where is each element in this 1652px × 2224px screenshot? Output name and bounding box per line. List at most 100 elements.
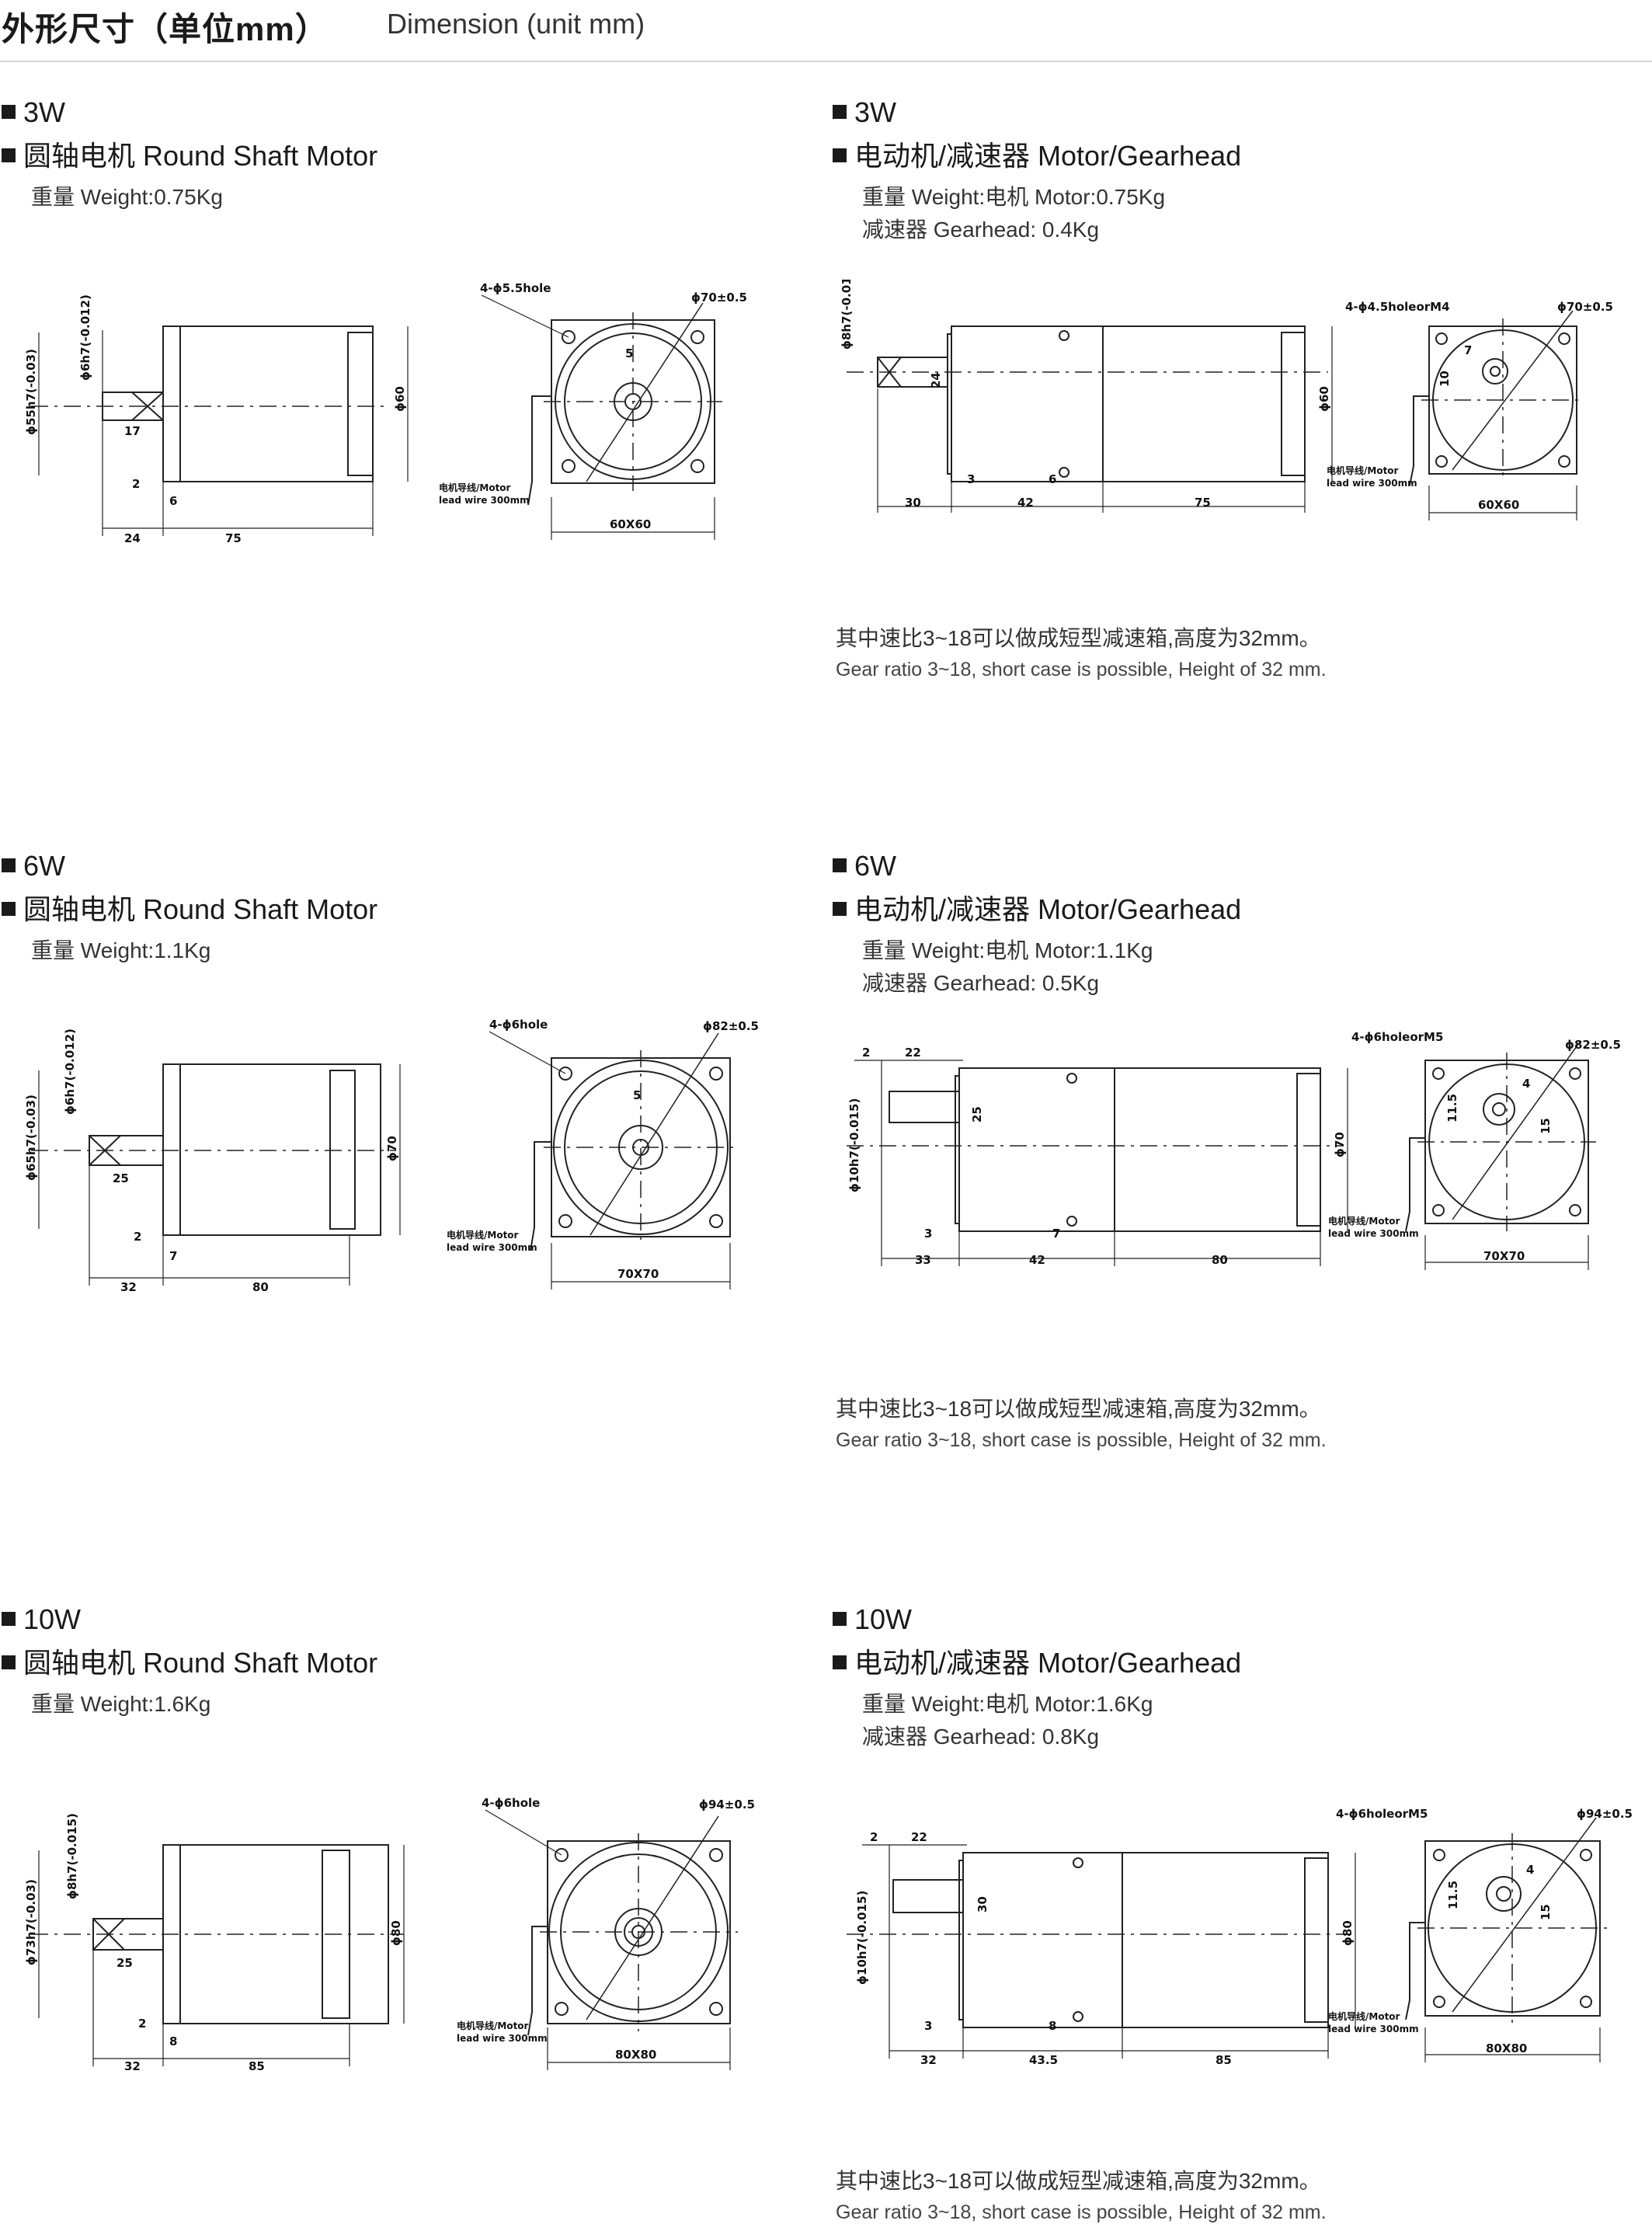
dim-label: 4	[1522, 1077, 1530, 1091]
gearhead-body	[958, 1067, 1115, 1232]
bullet-square-icon	[833, 148, 847, 163]
dim-label: 17	[124, 424, 141, 438]
bullet-square-icon	[2, 1655, 16, 1670]
gear-shaft	[889, 1091, 960, 1123]
dim-label: ϕ80	[1341, 1920, 1355, 1946]
dim-label: 32	[124, 2059, 141, 2073]
dim-label: 7	[1052, 1227, 1060, 1241]
dim-label: 6	[1049, 472, 1056, 486]
dim-label: 42	[1029, 1253, 1045, 1267]
note-en: Gear ratio 3~18, short case is possible,…	[836, 659, 1327, 680]
dim-label: lead wire 300mm	[1327, 478, 1417, 489]
dim-label: ϕ55h7(-0.03)	[24, 349, 38, 435]
drawing-6w-gearhead: 2 22 33 42 80 3 7 25 ϕ70 ϕ10h7(-0.015) 4…	[847, 1030, 1621, 1270]
dim-label: ϕ94±0.5	[699, 1798, 755, 1812]
drawing-10w-gearhead: 2 22 32 43.5 85 3 8 30 ϕ80 ϕ10h7(-0.015)…	[847, 1807, 1633, 2067]
dim-label: 3	[924, 1227, 932, 1241]
dim-label: 11.5	[1445, 1094, 1459, 1122]
dim-label: 电机导线/Motor	[439, 482, 511, 493]
dim-label: ϕ10h7(-0.015)	[847, 1098, 861, 1192]
note-cn: 其中速比3~18可以做成短型减速箱,高度为32mm。	[836, 1397, 1321, 1421]
dim-label: 22	[905, 1046, 921, 1060]
dim-label: 2	[862, 1046, 870, 1060]
dim-label: ϕ80	[389, 1920, 403, 1946]
dim-label: 4-ϕ6holeorM5	[1351, 1030, 1443, 1044]
dim-label: 2	[132, 477, 140, 491]
motor-body	[1114, 1067, 1321, 1232]
power-rating: 6W	[854, 850, 896, 882]
dim-label: 电机导线/Motor	[447, 1229, 519, 1241]
dim-label: 6	[169, 494, 177, 508]
page-title-en: Dimension (unit mm)	[387, 8, 645, 40]
dim-label: ϕ8h7(-0.015)	[840, 280, 854, 350]
dim-label: lead wire 300mm	[439, 495, 530, 506]
power-rating: 10W	[23, 1603, 82, 1635]
dim-label: 3	[967, 472, 975, 486]
dim-label: 2	[870, 1830, 878, 1844]
dim-label: 8	[1049, 2019, 1056, 2033]
note-en: Gear ratio 3~18, short case is possible,…	[836, 1429, 1327, 1451]
dim-label: 32	[920, 2053, 937, 2067]
dim-label: ϕ60	[393, 386, 407, 412]
dim-label: 22	[911, 1830, 927, 1844]
dim-label: ϕ70±0.5	[1557, 300, 1613, 314]
dim-label: 电机导线/Motor	[1328, 1215, 1400, 1227]
dim-label: 85	[1216, 2053, 1232, 2067]
weight-line: 重量 Weight:0.75Kg	[31, 185, 223, 209]
dim-label: 24	[124, 531, 141, 545]
dim-label: 电机导线/Motor	[1327, 465, 1399, 476]
dim-label: ϕ82±0.5	[1565, 1038, 1621, 1052]
note-cn: 其中速比3~18可以做成短型减速箱,高度为32mm。	[836, 2169, 1321, 2193]
drawing-3w-gearhead: 30 42 75 3 6 24 ϕ60 ϕ8h7(-0.015) 4-ϕ4.5h…	[840, 280, 1613, 520]
dim-label: ϕ65h7(-0.03)	[24, 1095, 38, 1181]
dim-label: ϕ8h7(-0.015)	[65, 1813, 79, 1899]
drawing-10w-round-shaft: 85 32 25 2 8 ϕ80 ϕ73h7(-0.03) ϕ8h7(-0.01…	[24, 1796, 755, 2073]
dim-label: 4-ϕ6holeorM5	[1336, 1807, 1428, 1821]
dim-label: 25	[113, 1171, 129, 1185]
motor-body	[162, 325, 374, 482]
dim-label: ϕ6h7(-0.012)	[63, 1028, 77, 1115]
weight-line: 重量 Weight:1.1Kg	[31, 938, 211, 962]
bullet-square-icon	[833, 1612, 847, 1627]
dim-label: ϕ70	[385, 1136, 399, 1161]
page-header: 外形尺寸（单位mm） Dimension (unit mm)	[0, 0, 1652, 62]
dim-label: ϕ60	[1317, 386, 1331, 412]
bullet-square-icon	[833, 902, 847, 917]
gear-ratio-note: 其中速比3~18可以做成短型减速箱,高度为32mm。 Gear ratio 3~…	[836, 621, 1327, 681]
dim-label: 7	[169, 1249, 177, 1263]
bullet-square-icon	[833, 858, 847, 873]
gearhead-body	[951, 325, 1104, 482]
weight-line: 减速器 Gearhead: 0.4Kg	[862, 218, 1100, 242]
dim-label: 4-ϕ6hole	[482, 1796, 540, 1810]
dim-label: lead wire 300mm	[447, 1242, 537, 1253]
power-rating: 3W	[854, 96, 896, 128]
dim-label: ϕ73h7(-0.03)	[24, 1879, 38, 1965]
motor-body	[1102, 325, 1306, 482]
bullet-square-icon	[2, 902, 16, 917]
dim-label: 电机导线/Motor	[457, 2020, 529, 2031]
gear-shaft	[892, 1879, 964, 1913]
motor-body	[1122, 1852, 1329, 2028]
dim-label: 42	[1017, 496, 1034, 510]
power-rating: 6W	[23, 850, 65, 882]
motor-type: 圆轴电机 Round Shaft Motor	[23, 1647, 378, 1679]
dim-label: 80X80	[1486, 2041, 1527, 2055]
motor-type: 电动机/减速器 Motor/Gearhead	[854, 893, 1242, 925]
motor-type: 电动机/减速器 Motor/Gearhead	[854, 1647, 1242, 1679]
header-divider	[0, 61, 1652, 62]
dim-label: 2	[134, 1230, 141, 1244]
dim-label: 5	[625, 346, 633, 360]
dim-label: 4	[1526, 1863, 1534, 1877]
dim-label: 60X60	[610, 517, 651, 531]
dim-label: lead wire 300mm	[457, 2033, 548, 2044]
weight-line: 重量 Weight:1.6Kg	[31, 1692, 211, 1716]
motor-type: 电动机/减速器 Motor/Gearhead	[854, 140, 1242, 172]
gear-ratio-note: 其中速比3~18可以做成短型减速箱,高度为32mm。 Gear ratio 3~…	[836, 1392, 1327, 1452]
drawing-6w-round-shaft: 80 32 25 2 7 ϕ70 ϕ65h7(-0.03) ϕ6h7(-0.01…	[24, 1018, 759, 1294]
dim-label: 5	[633, 1088, 641, 1102]
weight-line: 重量 Weight:电机 Motor:1.1Kg	[862, 938, 1153, 962]
dim-label: 15	[1539, 1904, 1553, 1920]
dim-label: ϕ82±0.5	[703, 1019, 759, 1033]
dim-label: 85	[249, 2059, 265, 2073]
dim-label: ϕ6h7(-0.012)	[78, 294, 92, 381]
